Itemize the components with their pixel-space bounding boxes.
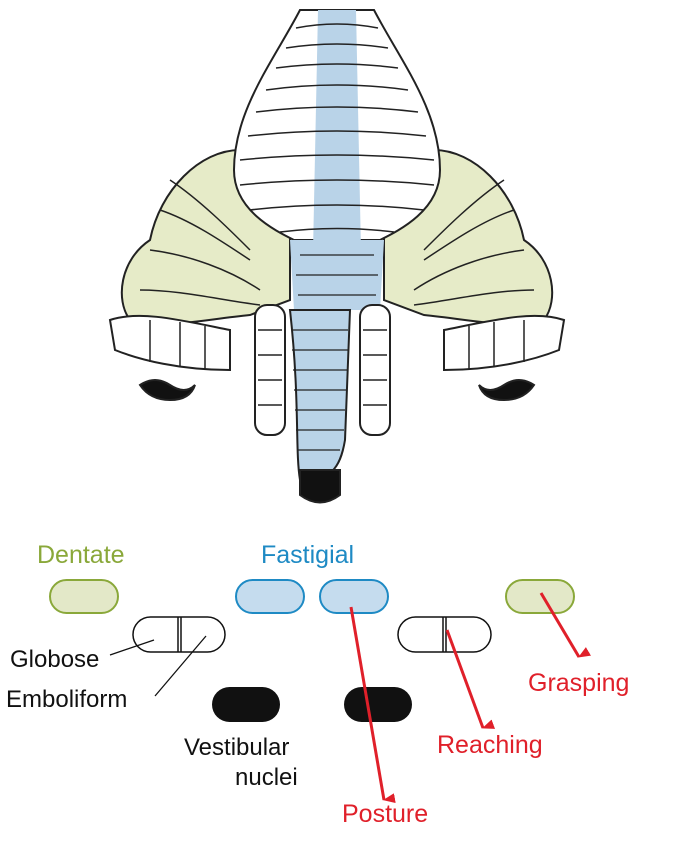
vestibular-label: Vestibular [184, 734, 290, 761]
dentate-label: Dentate [37, 541, 125, 569]
grasping-label: Grasping [528, 669, 630, 697]
emboliform-label: Emboliform [6, 686, 128, 713]
grasping-arrow [539, 592, 592, 658]
interposed-nucleus-left [132, 616, 226, 653]
emboliform-leader-line [154, 635, 207, 697]
fastigial-label: Fastigial [261, 541, 355, 569]
fastigial-nucleus-right [319, 579, 389, 614]
globose-leader-line [109, 639, 155, 656]
fastigial-nucleus-left [235, 579, 305, 614]
dentate-nucleus-left [49, 579, 119, 614]
vestibular-nucleus-left [212, 687, 280, 722]
globose-label: Globose [10, 646, 100, 673]
posture-arrow [349, 606, 396, 804]
vestibular-nucleus-right [344, 687, 412, 722]
reaching-arrow [445, 629, 496, 729]
reaching-label: Reaching [437, 731, 543, 759]
lower-folia [108, 304, 566, 504]
dentate-nucleus-right [505, 579, 575, 614]
posture-label: Posture [342, 800, 429, 828]
vermis [232, 9, 442, 310]
interposed-nucleus-right [397, 616, 492, 653]
nuclei-label: nuclei [235, 764, 298, 791]
